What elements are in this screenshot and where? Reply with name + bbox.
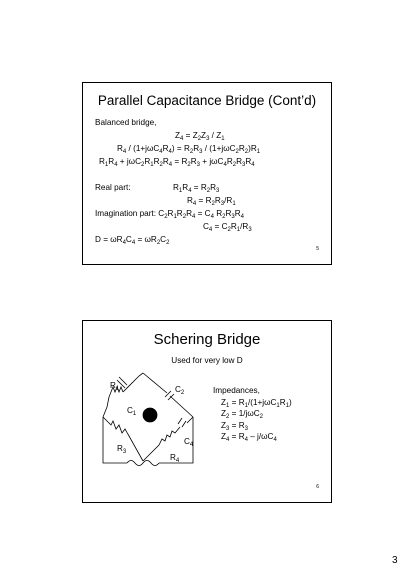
slide-parallel-capacitance-bridge: Parallel Capacitance Bridge (Cont’d) Bal… <box>82 82 332 265</box>
c2-label: C2 <box>175 385 185 396</box>
impedances-block: Impedances, Z1 = R1/(1+jωC1R1) Z2 = 1/jω… <box>213 385 292 443</box>
imag-part-label: Imagination part: C2R1R2R4 = C4 R2R3R4 <box>95 209 244 220</box>
imag-part-eq2: C4 = C2R1/R3 <box>203 222 252 233</box>
equation-ratio: R4 / (1+jωC4R4) = R2R3 / (1+jωC2R2)R1 <box>117 144 261 155</box>
dissipation-eq: D = ωR4C4 = ωR2C2 <box>95 235 170 246</box>
detector-label: D <box>147 411 153 420</box>
z1-equation: Z1 = R1/(1+jωC1R1) <box>221 397 292 409</box>
r1-resistor <box>108 385 124 398</box>
detector-circle <box>142 407 158 423</box>
slide-schering-bridge: Schering Bridge Used for very low D <box>82 320 332 503</box>
imag-part-eq1: C2R1R2R4 = C4 R2R3R4 <box>158 209 244 220</box>
impedances-label: Impedances, <box>213 386 260 395</box>
c2-wire <box>142 372 168 394</box>
page-number: 3 <box>392 555 398 566</box>
c1-label: C1 <box>127 406 137 417</box>
slide-title: Parallel Capacitance Bridge (Cont’d) <box>97 93 317 108</box>
real-part-eq1: R1R4 = R2R3 <box>173 183 220 194</box>
slide-number: 5 <box>316 246 319 252</box>
bridge-circuit-diagram: D R1 C1 C2 R3 C4 R4 <box>102 372 194 466</box>
equation-expanded: R1R4 + jωC2R1R2R4 = R2R3 + jωC4R2R3R4 <box>99 157 255 168</box>
r4-resistor <box>142 426 181 462</box>
z4-equation: Z4 = R4 – j/ωC4 <box>221 432 277 443</box>
r3-resistor <box>102 416 144 462</box>
real-part-eq2: R4 = R2R3/R1 <box>187 196 236 207</box>
ac-source <box>126 460 160 466</box>
c4-wire <box>186 416 194 424</box>
intro-text: Balanced bridge, <box>95 118 157 127</box>
ac-source-wire <box>102 417 127 464</box>
r1-c1-arm <box>122 372 144 393</box>
real-part-label: Real part: <box>95 183 131 192</box>
slide-title: Schering Bridge <box>153 331 261 348</box>
slide-number: 6 <box>316 484 319 490</box>
z2-equation: Z2 = 1/jωC2 <box>221 409 263 420</box>
slide-subtitle: Used for very low D <box>171 356 243 365</box>
r1-label: R1 <box>110 381 120 392</box>
c4-label: C4 <box>184 437 194 448</box>
r3-label: R3 <box>117 444 127 455</box>
equation-z4: Z4 = Z2Z3 / Z1 <box>175 131 225 142</box>
r4-label: R4 <box>170 453 180 464</box>
z3-equation: Z3 = R3 <box>221 420 248 432</box>
